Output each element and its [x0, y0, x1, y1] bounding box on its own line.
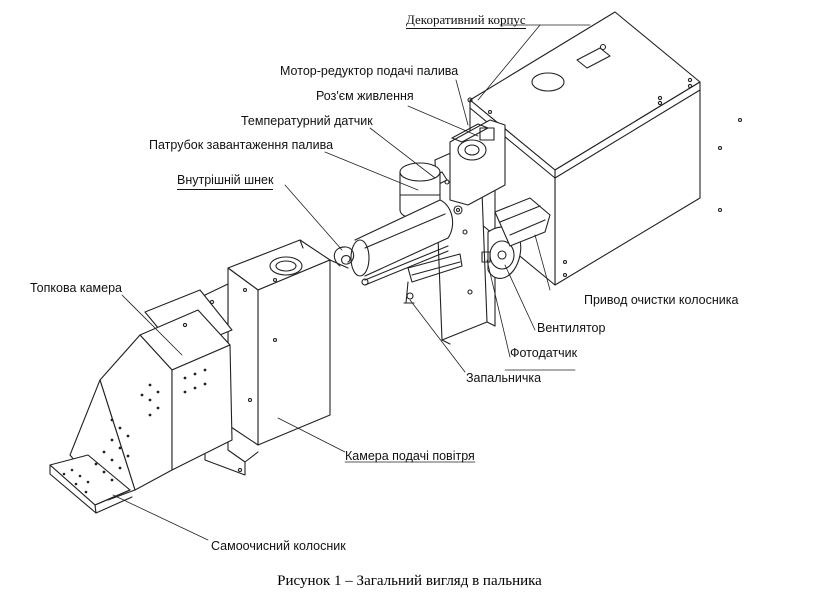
figure-caption: Рисунок 1 – Загальний вигляд в пальника [277, 573, 542, 589]
leader-lines [112, 24, 591, 541]
auger-tube-drawing [333, 162, 463, 304]
label-decorative-case: Декоративний корпус [406, 12, 526, 29]
label-feed-motor: Мотор-редуктор подачі палива [280, 64, 459, 78]
motor-and-plate-drawing [429, 119, 551, 345]
label-grate-drive: Привод очистки колосника [584, 293, 739, 307]
label-air-chamber: Камера подачі повітря [345, 449, 475, 463]
label-igniter: Запальничка [466, 371, 542, 385]
firebox-drawing [49, 289, 233, 514]
label-inner-auger: Внутрішній шнек [177, 173, 274, 190]
label-photo-sensor: Фотодатчик [510, 346, 578, 360]
label-self-cleaning-grate: Самоочисний колосник [211, 539, 346, 553]
label-power-connector: Роз'єм живлення [316, 89, 414, 103]
label-firebox: Топкова камера [30, 281, 123, 295]
label-temp-sensor: Температурний датчик [241, 114, 373, 128]
label-fuel-inlet: Патрубок завантаження палива [149, 138, 334, 152]
label-fan: Вентилятор [537, 321, 606, 335]
